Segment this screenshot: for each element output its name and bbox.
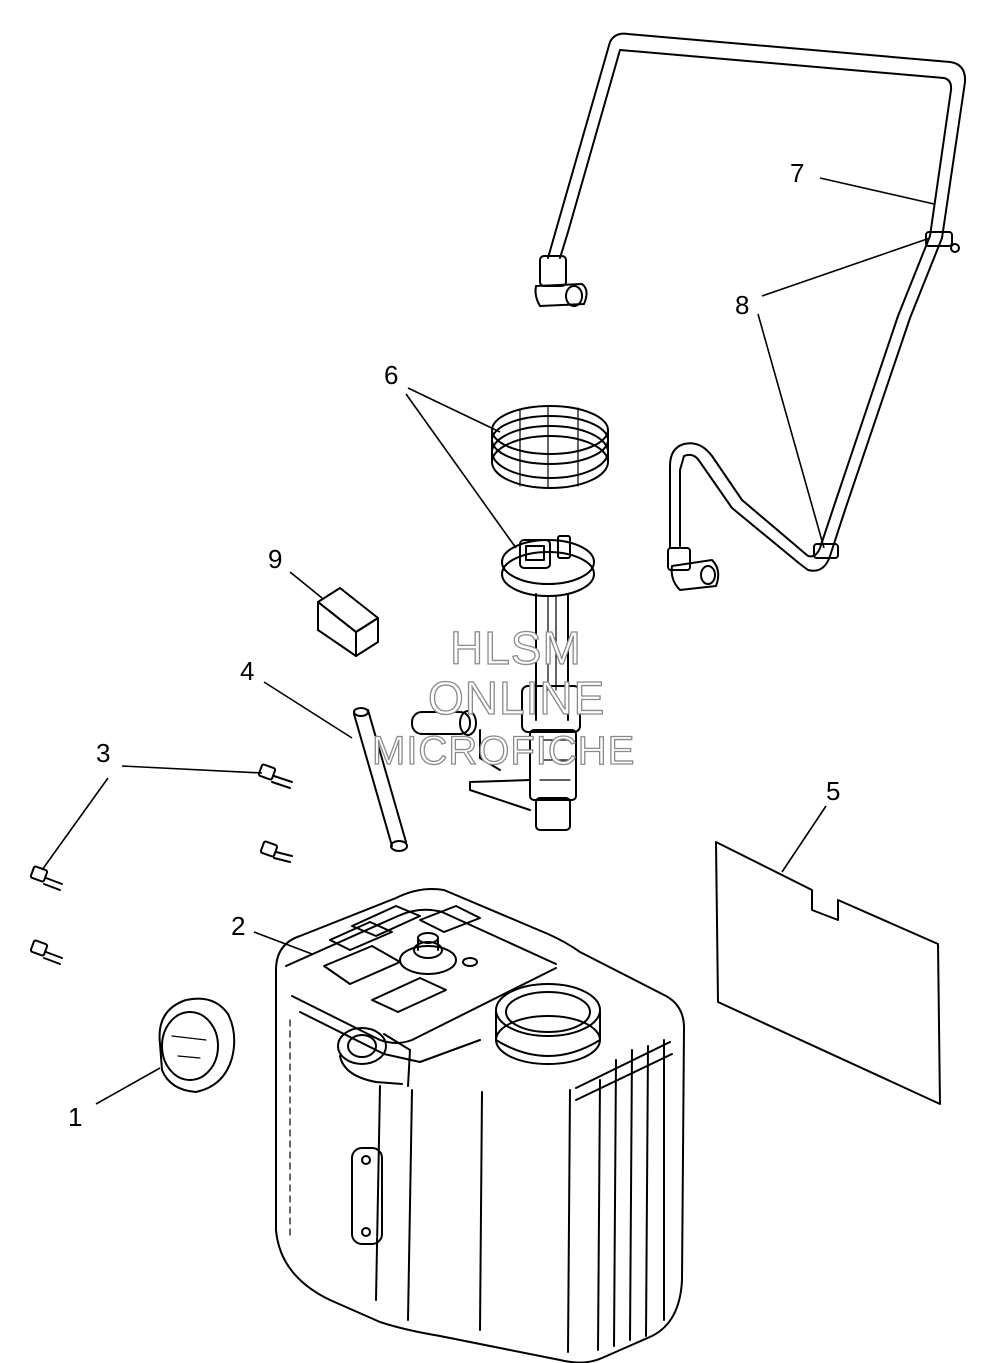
callout-3: 3 <box>96 738 110 768</box>
leader-3b <box>41 777 109 871</box>
vent-hose-part-7 <box>534 32 967 591</box>
leader-2 <box>253 931 313 955</box>
watermark-line-3: MICROFICHE <box>372 729 635 773</box>
leader-5 <box>781 805 827 873</box>
watermark-line-2: ONLINE <box>428 672 605 724</box>
watermark-line-1: HLSM <box>450 622 582 674</box>
leader-1 <box>95 1067 161 1105</box>
screw-d <box>29 939 63 965</box>
callout-1: 1 <box>68 1102 82 1132</box>
callout-5: 5 <box>826 776 840 806</box>
fuel-tank-part-2 <box>275 888 685 1363</box>
foam-block-part-9 <box>317 587 379 657</box>
callout-8: 8 <box>735 290 749 320</box>
watermark: HLSM ONLINE MICROFICHE <box>371 621 635 773</box>
screw-c <box>29 865 63 891</box>
callout-2: 2 <box>231 911 245 941</box>
callout-4: 4 <box>240 656 254 686</box>
leader-6a <box>407 387 501 433</box>
leader-8a <box>761 237 931 297</box>
gasket-sheet-part-5 <box>715 841 941 1105</box>
leader-7 <box>819 177 935 205</box>
lock-ring-part-6 <box>491 405 609 489</box>
fuel-pump-module-part-6 <box>411 535 595 831</box>
tube-part-4 <box>353 707 408 852</box>
leader-8b <box>757 313 825 549</box>
leader-lines <box>41 177 935 1105</box>
screw-b <box>259 840 293 863</box>
callout-6: 6 <box>384 360 398 390</box>
filler-cap-part-1 <box>158 997 236 1093</box>
callout-numbers: 1 2 3 4 5 6 7 8 9 <box>68 158 840 1132</box>
leader-6b <box>405 393 517 549</box>
callout-9: 9 <box>268 544 282 574</box>
screws-part-3 <box>29 763 293 965</box>
leader-3a <box>121 765 263 774</box>
callout-7: 7 <box>790 158 804 188</box>
leader-9 <box>289 571 323 599</box>
screw-a <box>257 763 293 789</box>
leader-4 <box>263 681 353 739</box>
